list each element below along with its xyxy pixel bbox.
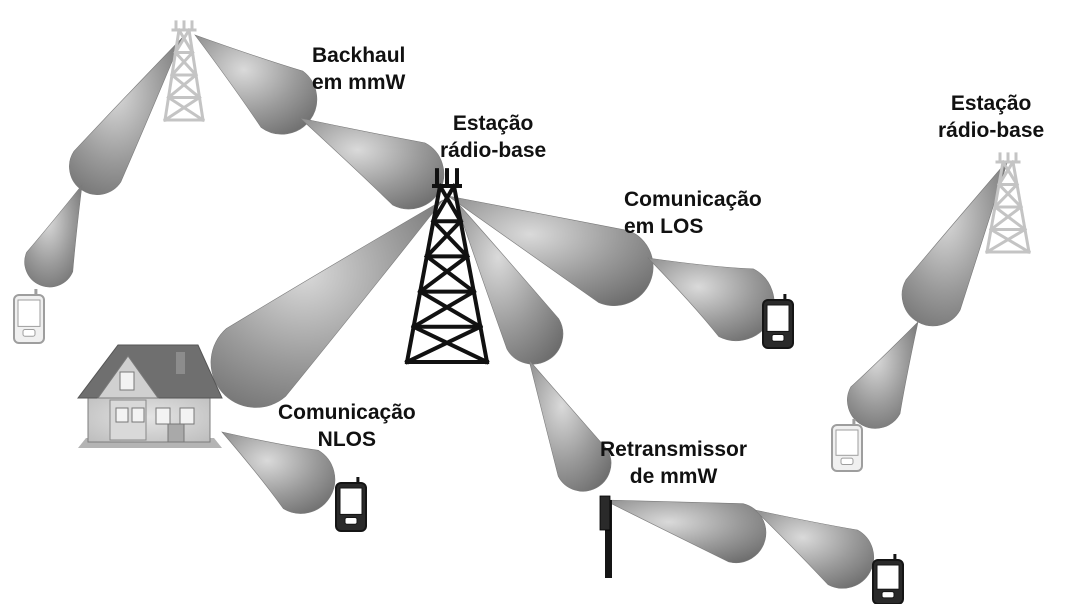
mobile-phone-remote-icon	[831, 419, 863, 472]
backhaul-lobe-left-lower	[24, 183, 83, 288]
backhaul-lobe-right-lower	[298, 117, 445, 210]
remote-station-label-line2: rádio-base	[938, 119, 1045, 142]
backhaul-label-line2: em mmW	[312, 71, 406, 94]
los-label: Comunicação em LOS	[624, 186, 762, 240]
remote-base-station-tower-icon	[984, 152, 1032, 255]
main-station-label: Estação rádio-base	[440, 110, 546, 164]
relay-out-lobe-2	[754, 509, 874, 589]
nlos-lobe-phone	[221, 431, 336, 514]
remote-station-label: Estação rádio-base	[938, 90, 1044, 144]
relay-group	[599, 495, 612, 578]
remote-station-label-line1: Estação	[950, 92, 1032, 115]
mobile-phone-los-icon	[762, 294, 794, 349]
mobile-phone-nlos-icon	[335, 477, 367, 532]
los-label-line1: Comunicação	[624, 188, 762, 211]
los-lobe-2	[647, 257, 775, 341]
backhaul-label-line1: Backhaul	[312, 44, 406, 67]
relay-lobe-2	[528, 359, 612, 492]
relay-lobe-1	[454, 199, 564, 365]
nlos-label: Comunicação NLOS	[278, 399, 416, 453]
los-lobe-1	[447, 195, 654, 306]
nlos-lobe-house	[210, 199, 444, 408]
house-icon	[76, 344, 223, 448]
phones-group	[13, 289, 904, 604]
main-station-label-line2: rádio-base	[440, 139, 547, 162]
remote-lobe-upper	[901, 159, 1009, 327]
backhaul-label: Backhaul em mmW	[312, 42, 405, 96]
house-group	[76, 344, 223, 448]
backhaul-lobe-left-upper	[69, 37, 183, 195]
towers	[162, 20, 1032, 365]
los-label-line2: em LOS	[624, 215, 704, 238]
backhaul-lobe-right-upper	[194, 34, 318, 135]
nlos-label-line2: NLOS	[317, 428, 377, 451]
nlos-label-line1: Comunicação	[278, 401, 416, 424]
relay-out-lobe-1	[603, 499, 767, 563]
main-base-station-tower-icon	[404, 168, 490, 365]
relay-label-line1: Retransmissor	[600, 438, 748, 461]
relay-label: Retransmissor de mmW	[600, 436, 747, 490]
beam-lobes	[24, 34, 1009, 589]
mobile-phone-relay-icon	[872, 554, 904, 604]
mobile-phone-left-icon	[13, 289, 45, 344]
remote-lobe-lower	[847, 321, 919, 429]
faded-base-station-tower-icon	[162, 20, 206, 123]
main-station-label-line1: Estação	[452, 112, 534, 135]
relay-mast-icon	[599, 495, 612, 578]
relay-label-line2: de mmW	[629, 465, 718, 488]
